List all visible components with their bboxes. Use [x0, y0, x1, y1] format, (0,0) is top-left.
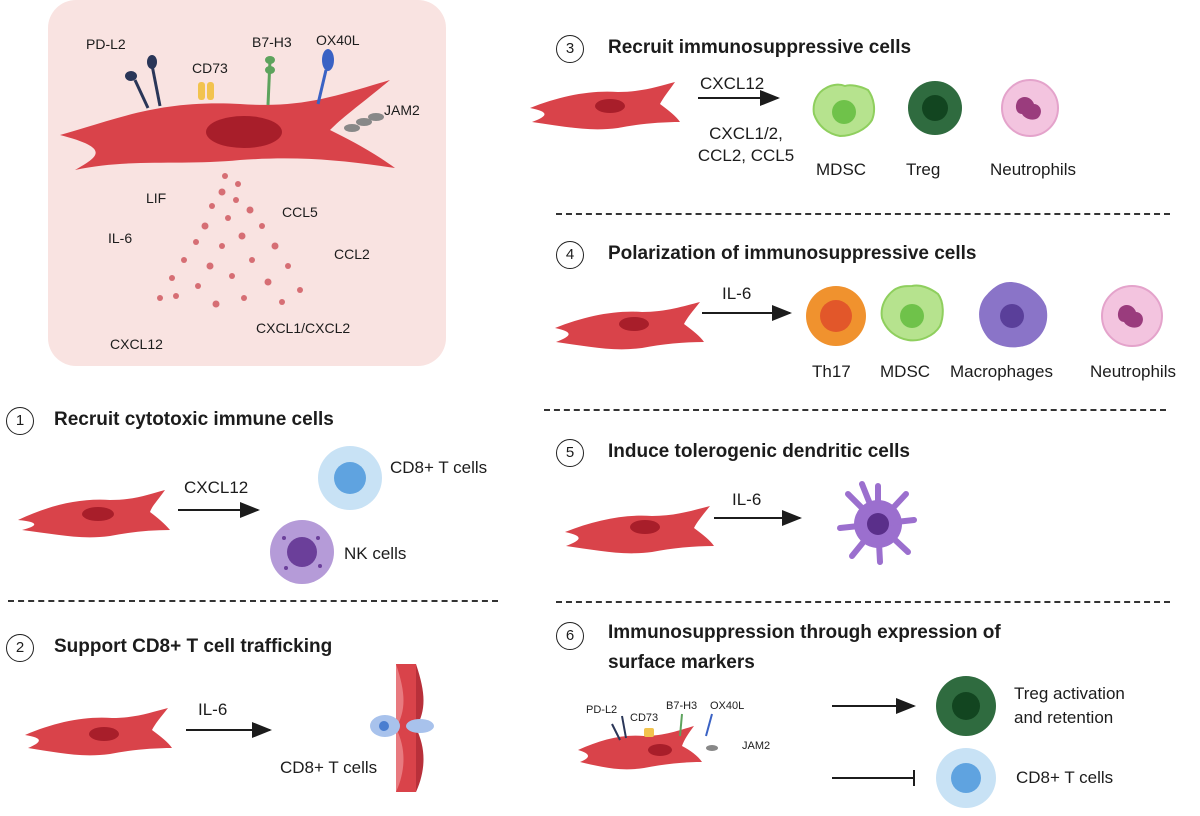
- signal-label-s3: CXCL12: [700, 74, 765, 93]
- cd8-t-cell-transmigrating: [370, 715, 434, 737]
- small-marker-label-ox40l: OX40L: [710, 700, 745, 712]
- neutrophil-s3: [1001, 79, 1059, 137]
- section-title-6-line2: surface markers: [608, 652, 755, 673]
- nk-cell-s1: [270, 520, 334, 584]
- section-title-4: Polarization of immunosuppressive cells: [608, 243, 977, 264]
- fibroblast-s4: [555, 302, 704, 350]
- fibroblast-s3: [530, 82, 680, 130]
- divider-3-4: [556, 213, 1170, 215]
- divider-4-5: [544, 409, 1166, 411]
- section-number-1: 1: [6, 407, 34, 435]
- treg-cell-s6: [936, 676, 996, 736]
- small-marker-label-jam2: JAM2: [742, 740, 771, 752]
- pd-l2-receptor-icon: [125, 55, 162, 109]
- cytokine-label-il-6: IL-6: [108, 230, 133, 246]
- cytokine-label-ccl5: CCL5: [282, 204, 318, 220]
- cytokine-label-cxcl12: CXCL12: [110, 336, 163, 352]
- small-marker-label-pd-l2: PD-L2: [586, 704, 618, 716]
- cell-label-nk: NK cells: [344, 544, 407, 563]
- b7-h3-receptor-icon: [265, 56, 275, 106]
- macrophage-cell: [979, 282, 1048, 348]
- marker-label-cd73: CD73: [192, 60, 228, 76]
- divider-1-2: [8, 600, 498, 602]
- section-number-3: 3: [556, 35, 584, 63]
- small-marker-label-cd73: CD73: [630, 712, 659, 724]
- cell-label-macrophages: Macrophages: [950, 362, 1054, 381]
- cd73-receptor-icon: [198, 82, 214, 100]
- cell-label-neutrophils-s4: Neutrophils: [1090, 362, 1176, 381]
- cell-label-mdsc-s4: MDSC: [880, 362, 931, 381]
- fibroblast-secretion-panel: [48, 0, 446, 366]
- outcome-label-cd8: CD8+ T cells: [1016, 768, 1114, 787]
- fibroblast-s6: [578, 726, 702, 770]
- section-number-5: 5: [556, 439, 584, 467]
- small-marker-label-b7-h3: B7-H3: [666, 700, 698, 712]
- outcome-label-treg-line1: Treg activation: [1014, 684, 1125, 703]
- surface-markers-small-icon: [611, 713, 718, 751]
- signal-label-s3-line3: CCL2, CCL5: [697, 146, 795, 165]
- inhibition-arrow-s6: [832, 770, 915, 786]
- signal-label-s4: IL-6: [722, 284, 752, 303]
- section-number-4: 4: [556, 241, 584, 269]
- fibroblast-s5: [565, 506, 714, 554]
- cell-label-neutrophils-s3: Neutrophils: [990, 160, 1076, 179]
- th17-cell: [806, 286, 866, 346]
- jam2-receptor-icon: [344, 113, 384, 132]
- signal-label-s5: IL-6: [732, 490, 762, 509]
- section-title-3: Recruit immunosuppressive cells: [608, 37, 912, 58]
- section-title-5: Induce tolerogenic dendritic cells: [608, 441, 910, 462]
- marker-label-pd-l2: PD-L2: [86, 36, 126, 52]
- cell-label-treg-s3: Treg: [906, 160, 941, 179]
- cell-label-cd8-s1: CD8+ T cells: [390, 458, 488, 477]
- mdsc-cell-s4: [880, 284, 944, 342]
- cd8-t-cell-s1: [318, 446, 382, 510]
- section-title-1: Recruit cytotoxic immune cells: [54, 409, 334, 430]
- cytokine-dots: [157, 173, 303, 308]
- divider-5-6: [556, 601, 1170, 603]
- ox40l-receptor-icon: [316, 49, 334, 105]
- cytokine-label-lif: LIF: [146, 190, 167, 206]
- marker-label-b7-h3: B7-H3: [252, 34, 292, 50]
- signal-label-s3-line2: CXCL1/2,: [709, 124, 783, 143]
- fibroblast-s1: [18, 490, 170, 538]
- marker-label-jam2: JAM2: [384, 102, 420, 118]
- cytokine-label-ccl2: CCL2: [334, 246, 370, 262]
- cell-label-mdsc-s3: MDSC: [816, 160, 867, 179]
- cell-label-cd8-s2: CD8+ T cells: [280, 758, 378, 777]
- treg-cell-s3: [908, 81, 962, 135]
- fibroblast-large: [60, 80, 395, 170]
- outcome-label-treg-line2: and retention: [1014, 708, 1114, 727]
- cd8-t-cell-s6: [936, 748, 996, 808]
- fibroblast-s2: [25, 708, 172, 756]
- signal-label-s1: CXCL12: [184, 478, 249, 497]
- dendritic-cell: [837, 481, 917, 565]
- neutrophil-s4: [1101, 285, 1163, 347]
- signal-label-s2: IL-6: [198, 700, 228, 719]
- cell-label-th17: Th17: [812, 362, 851, 381]
- section-number-2: 2: [6, 634, 34, 662]
- section-number-6: 6: [556, 622, 584, 650]
- blood-vessel-wall: [396, 664, 424, 792]
- marker-label-ox40l: OX40L: [316, 32, 360, 48]
- section-title-6-line1: Immunosuppression through expression of: [608, 622, 1001, 643]
- section-title-2: Support CD8+ T cell trafficking: [54, 636, 333, 657]
- cytokine-label-cxcl1-cxcl2: CXCL1/CXCL2: [256, 320, 351, 336]
- mdsc-cell-s3: [812, 83, 876, 138]
